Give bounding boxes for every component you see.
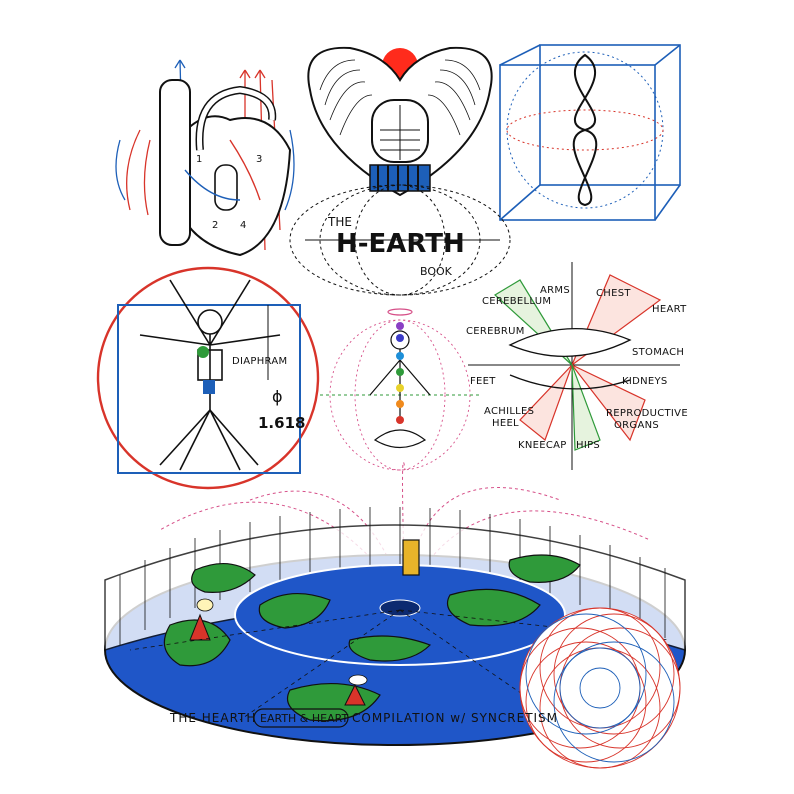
spiral-rosette-drawing xyxy=(519,607,681,769)
diaphragm-label: DIAPHRAM xyxy=(232,356,287,367)
sphere-in-cube-drawing xyxy=(499,44,681,221)
label-heel: HEEL xyxy=(492,418,519,429)
heart-chamber-3: 3 xyxy=(256,154,263,165)
caption-prefix: THE HEARTH xyxy=(169,711,256,725)
label-kidneys: KIDNEYS xyxy=(622,376,668,387)
label-reproductive: REPRODUCTIVE xyxy=(606,408,688,419)
heart-chamber-4: 4 xyxy=(240,220,247,231)
zodiac-body-chart: CEREBELLUM ARMS CHEST HEART CEREBRUM STO… xyxy=(466,262,688,470)
label-cerebellum: CEREBELLUM xyxy=(482,296,551,307)
label-heart: HEART xyxy=(652,304,687,315)
label-achilles: ACHILLES xyxy=(484,406,534,417)
anatomical-heart-drawing: 1 2 3 4 xyxy=(115,59,295,257)
vitruvian-man-drawing: DIAPHRAM ϕ 1.618 xyxy=(96,266,320,490)
label-cerebrum: CEREBRUM xyxy=(466,326,525,337)
caption-boxed: EARTH & HEART xyxy=(260,712,348,725)
caption: THE HEARTH EARTH & HEART COMPILATION w/ … xyxy=(169,708,558,728)
label-chest: CHEST xyxy=(596,288,631,299)
heart-chamber-2: 2 xyxy=(212,220,219,231)
caption-suffix: COMPILATION w/ SYNCRETISM xyxy=(352,711,558,725)
phi-value: 1.618 xyxy=(258,414,305,432)
title-book: BOOK xyxy=(420,265,453,278)
label-feet: FEET xyxy=(470,376,496,387)
scarab-beetle-drawing xyxy=(307,46,493,197)
title-main: H-EARTH xyxy=(336,229,465,259)
label-arms: ARMS xyxy=(540,285,570,296)
title-block: THE H-EARTH BOOK xyxy=(289,184,511,296)
title-the: THE xyxy=(327,215,352,229)
label-organs: ORGANS xyxy=(614,420,659,431)
label-kneecap: KNEECAP xyxy=(518,440,567,451)
phi-symbol: ϕ xyxy=(272,387,283,406)
label-stomach: STOMACH xyxy=(632,347,684,358)
heart-chamber-1: 1 xyxy=(196,154,203,165)
label-hips: HIPS xyxy=(576,440,600,451)
chakra-meditation-drawing xyxy=(320,308,480,471)
